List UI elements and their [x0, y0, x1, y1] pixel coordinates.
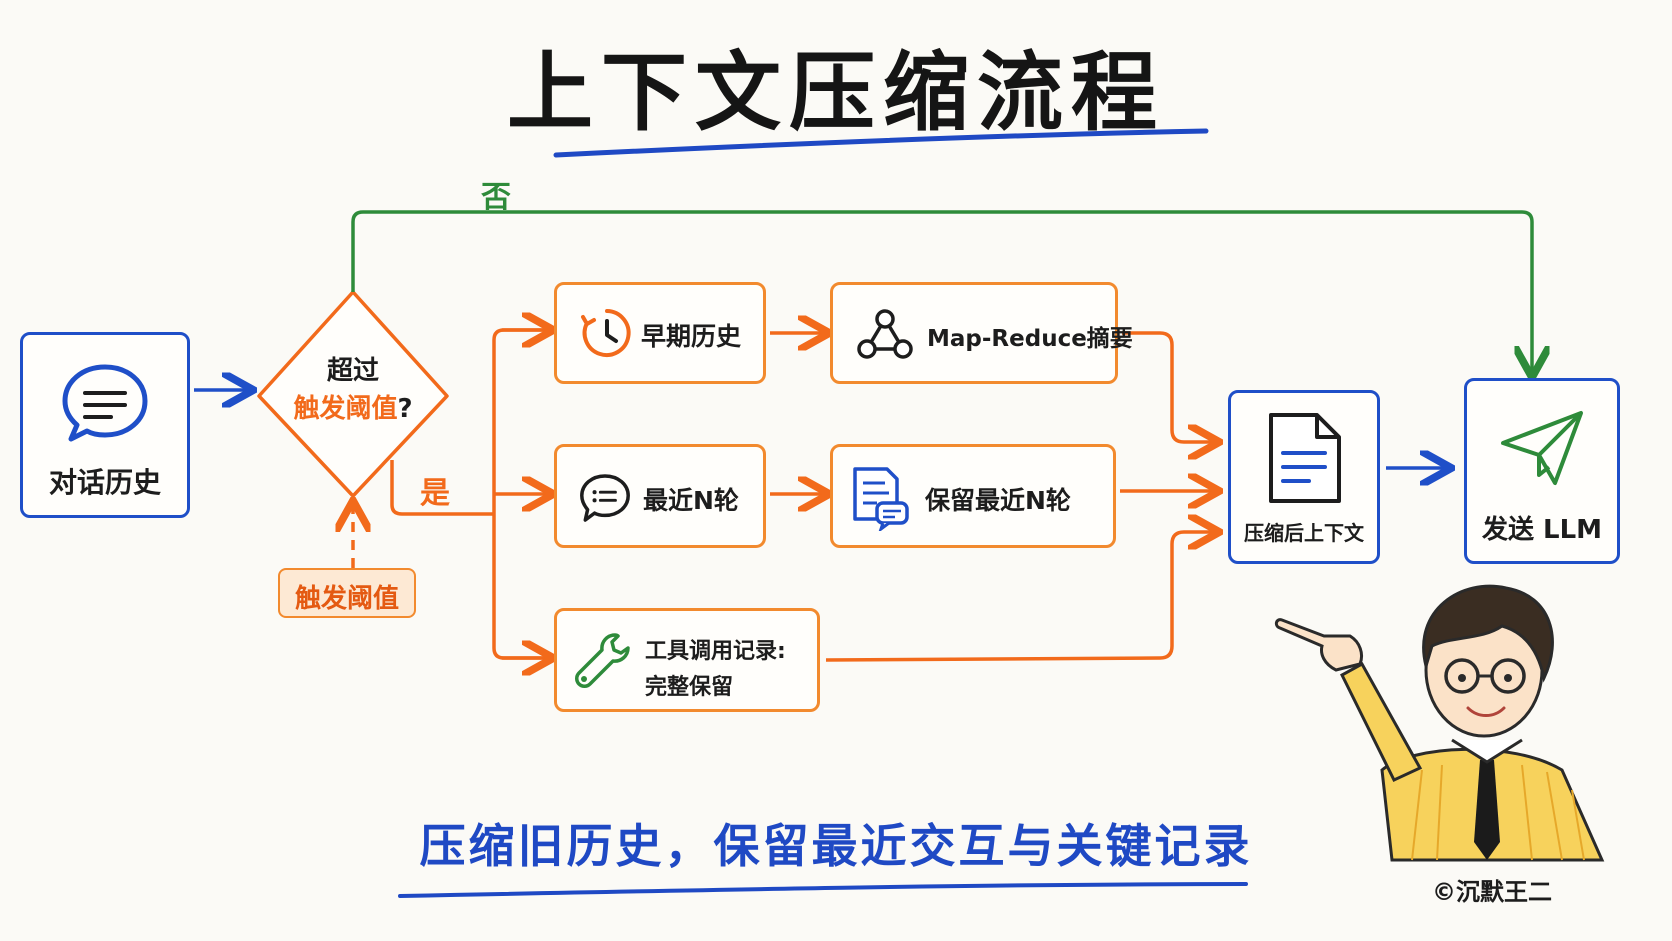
node-threshold: 触发阈值 — [278, 568, 416, 618]
node-compressed: 压缩后上下文 — [1228, 390, 1380, 564]
copyright: ©沉默王二 — [1432, 878, 1552, 906]
arrow-no — [351, 210, 1532, 374]
node-tools: 工具调用记录: 完整保留 — [554, 608, 820, 712]
node-early-label: 早期历史 — [641, 322, 742, 351]
graph-nodes-icon — [857, 309, 913, 359]
decision-line1: 超过 — [326, 356, 379, 386]
arrow-mapreduce-compressed — [1122, 331, 1216, 442]
node-mapreduce-label: Map-Reduce摘要 — [927, 326, 1133, 352]
node-send: 发送 LLM — [1464, 378, 1620, 564]
node-send-label: 发送 LLM — [1481, 515, 1603, 545]
node-keep-recent: 保留最近N轮 — [830, 444, 1116, 548]
node-recent: 最近N轮 — [554, 444, 766, 548]
document-icon — [1269, 413, 1341, 503]
branch-yes-label: 是 — [420, 476, 450, 511]
chat-bubble-icon — [580, 474, 630, 522]
node-keep-recent-label: 保留最近N轮 — [925, 486, 1071, 515]
decision-diamond — [257, 290, 449, 498]
node-mapreduce: Map-Reduce摘要 — [830, 282, 1133, 384]
decision-highlight: 触发阈值 — [293, 394, 398, 424]
chat-bubble-icon — [62, 364, 148, 442]
decision-line2: 触发阈值? — [283, 388, 423, 425]
mascot-pointing-icon — [1274, 584, 1605, 862]
subtitle-underline — [398, 882, 1248, 898]
subtitle: 压缩旧历史，保留最近交互与关键记录 — [419, 819, 1253, 873]
paper-plane-icon — [1501, 411, 1583, 485]
clock-icon — [581, 309, 631, 357]
node-tools-line2: 完整保留 — [645, 675, 734, 700]
arrow-yes — [390, 460, 494, 516]
decision-question-mark: ? — [397, 394, 413, 424]
wrench-icon — [575, 633, 630, 688]
node-threshold-label: 触发阈值 — [294, 584, 399, 614]
node-compressed-label: 压缩后上下文 — [1244, 521, 1364, 545]
page-title: 上下文压缩流程 — [507, 43, 1165, 143]
node-history: 对话历史 — [20, 332, 190, 518]
node-history-label: 对话历史 — [48, 466, 161, 499]
node-tools-line1: 工具调用记录: — [645, 639, 786, 664]
title-underline — [553, 128, 1209, 158]
document-chat-icon — [853, 467, 909, 531]
node-recent-label: 最近N轮 — [643, 486, 739, 515]
node-early: 早期历史 — [554, 282, 766, 384]
branch-no-label: 否 — [481, 180, 511, 215]
arrow-tools-compressed — [825, 532, 1216, 662]
